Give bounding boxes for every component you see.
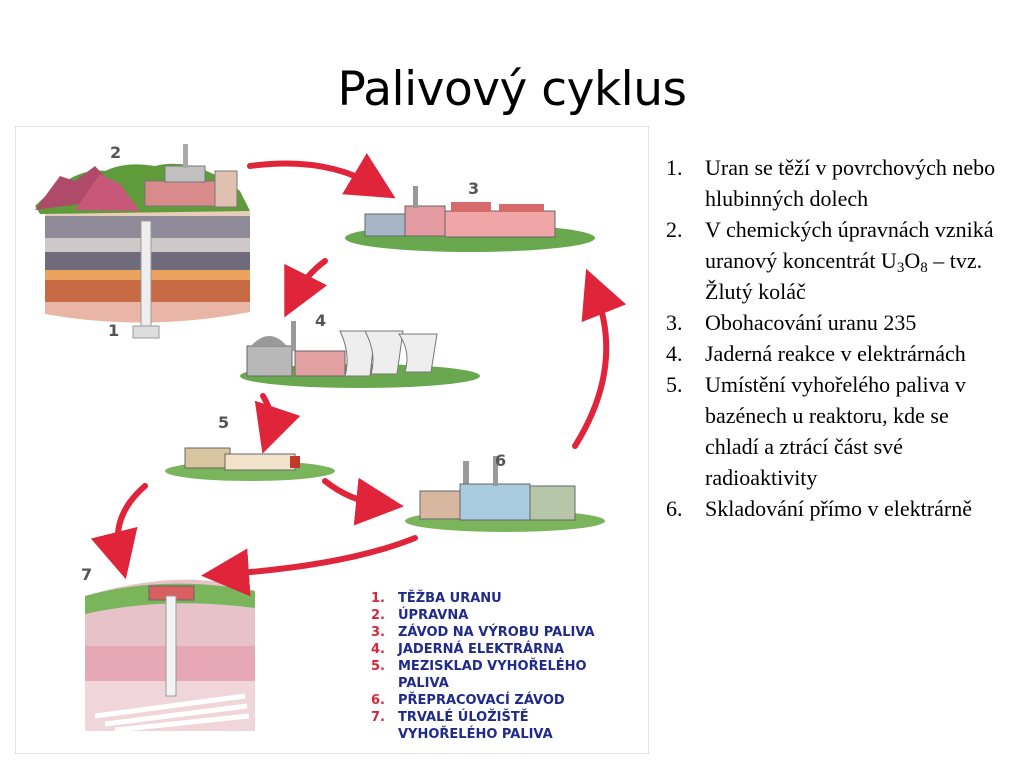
list-item: 3. Obohacování uranu 235	[666, 307, 996, 338]
list-item: 2. V chemických úpravnách vzniká uranový…	[666, 214, 996, 307]
list-item-text: Jaderná reakce v elektrárnách	[705, 341, 966, 366]
legend-num: 4.	[371, 642, 385, 657]
diagram-legend: 1. TĚŽBA URANU 2. ÚPRAVNA 3. ZÁVOD NA VÝ…	[371, 590, 595, 742]
power-plant-illustration	[240, 321, 480, 388]
arrow-4-to-5	[254, 393, 301, 454]
subscript-8: 8	[920, 260, 928, 276]
fuel-cycle-steps-list: 1. Uran se těží v povrchových nebo hlubi…	[666, 152, 996, 524]
cycle-arrows	[90, 153, 627, 597]
legend-label: ÚPRAVNA	[398, 607, 468, 623]
legend-label: VYHOŘELÉHO PALIVA	[398, 726, 553, 742]
legend-label: PŘEPRACOVACÍ ZÁVOD	[398, 692, 565, 708]
formula-part: O	[904, 248, 921, 273]
arrow-2-to-3	[247, 153, 396, 199]
stage-number-4: 4	[315, 311, 326, 330]
legend-label: TRVALÉ ÚLOŽIŠTĚ	[398, 709, 529, 725]
list-item-text-tail: – tvz. Žlutý koláč	[705, 248, 983, 304]
stage-number-5: 5	[218, 413, 229, 432]
list-item-text: Umístění vyhořelého paliva v bazénech u …	[705, 372, 966, 490]
legend-num: 7.	[371, 710, 385, 725]
legend-num: 2.	[371, 608, 385, 623]
list-item-number: 4.	[666, 341, 683, 366]
list-item-number: 2.	[666, 217, 683, 242]
list-item-number: 6.	[666, 496, 683, 521]
stage-number-3: 3	[468, 179, 479, 198]
list-item-text: Obohacování uranu 235	[705, 310, 917, 335]
mine-illustration	[35, 144, 250, 339]
arrow-3-to-4	[284, 258, 328, 318]
list-item-text: V chemických úpravnách vzniká uranový ko…	[705, 217, 994, 273]
repository-illustration	[85, 579, 255, 733]
list-item: 1. Uran se těží v povrchových nebo hlubi…	[666, 152, 996, 214]
list-item-text: Uran se těží v povrchových nebo hlubinný…	[705, 155, 996, 211]
list-item-number: 1.	[666, 155, 683, 180]
stage-number-2: 2	[110, 143, 121, 162]
fuel-factory-illustration	[345, 186, 595, 252]
list-item-number: 5.	[666, 372, 683, 397]
list-item: 4. Jaderná reakce v elektrárnách	[666, 338, 996, 369]
legend-label: PALIVA	[398, 676, 449, 691]
list-item-number: 3.	[666, 310, 683, 335]
arrow-5-to-6	[322, 477, 404, 526]
legend-label: MEZISKLAD VYHOŘELÉHO	[398, 658, 587, 674]
list-item-text: Skladování přímo v elektrárně	[705, 496, 972, 521]
legend-num: 1.	[371, 591, 385, 606]
legend-num: 5.	[371, 659, 385, 674]
stage-number-1: 1	[108, 321, 119, 340]
interim-storage-illustration	[165, 447, 335, 481]
arrow-5-to-7	[90, 483, 148, 580]
subscript-3: 3	[896, 260, 905, 276]
fuel-cycle-diagram: 1 2 3 4 5 6 7 1. TĚŽBA URANU 2. ÚPRAVNA …	[15, 126, 649, 754]
legend-num: 3.	[371, 625, 385, 640]
legend-label: TĚŽBA URANU	[398, 590, 502, 606]
reprocessing-plant-illustration	[405, 456, 605, 532]
slide-title: Palivový cyklus	[337, 62, 688, 117]
list-item: 5. Umístění vyhořelého paliva v bazénech…	[666, 369, 996, 493]
list-item: 6. Skladování přímo v elektrárně	[666, 493, 996, 524]
arrow-6-to-3	[572, 268, 627, 449]
legend-label: JADERNÁ ELEKTRÁRNA	[397, 641, 564, 657]
legend-label: ZÁVOD NA VÝROBU PALIVA	[398, 624, 595, 640]
stage-number-6: 6	[495, 451, 506, 470]
stage-number-7: 7	[81, 565, 92, 584]
legend-num: 6.	[371, 693, 385, 708]
arrow-6-to-7	[201, 535, 418, 597]
